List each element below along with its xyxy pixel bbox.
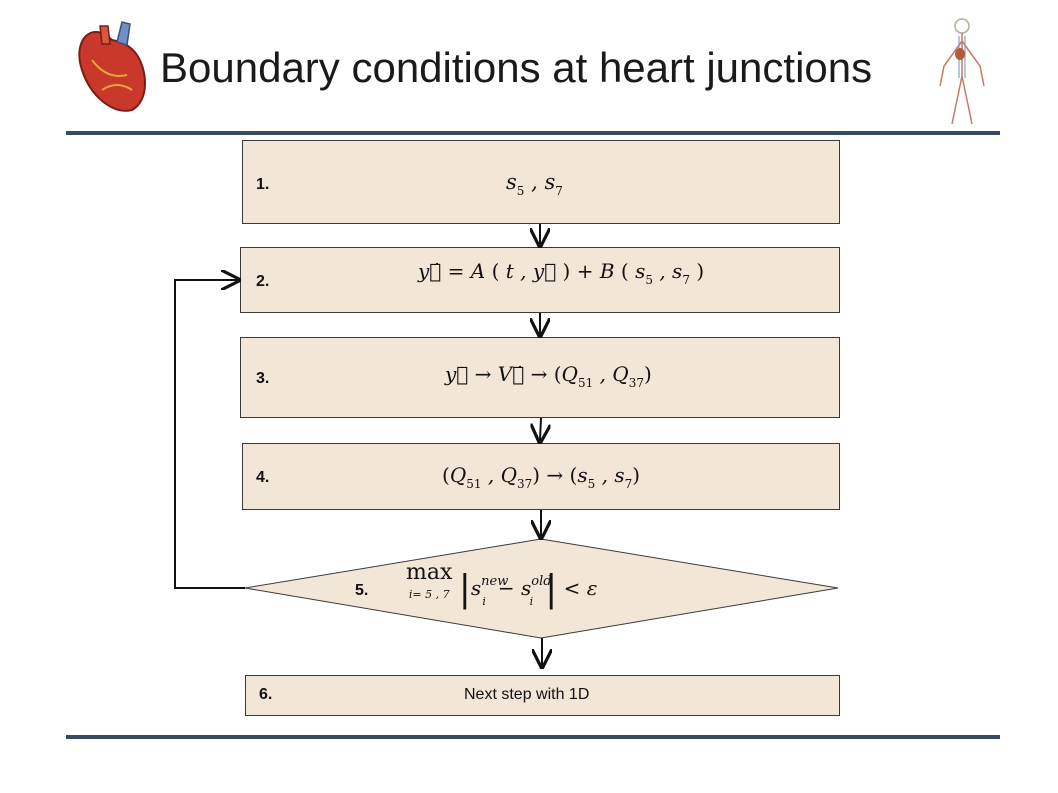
step-6-number: 6. bbox=[259, 686, 273, 703]
step-1-box bbox=[242, 140, 840, 224]
step-5-diamond bbox=[244, 538, 839, 639]
step-2-box bbox=[240, 247, 840, 313]
step-6-box bbox=[245, 675, 840, 716]
step-5-number: 5. bbox=[355, 582, 369, 599]
bottom-rule bbox=[66, 735, 1000, 739]
step-6-text: Next step with 1D bbox=[464, 686, 590, 703]
top-rule bbox=[66, 131, 1000, 135]
step-2-formula: y⃗̇ = A ( t , y⃗ ) + B ( s5 , s7 ) bbox=[418, 259, 705, 287]
step-3-formula: y⃗ → V⃗̇ → (Q51 , Q37) bbox=[445, 362, 652, 390]
step-4-number: 4. bbox=[256, 469, 270, 486]
step-4-formula: (Q51 , Q37) → (s5 , s7) bbox=[442, 463, 641, 491]
slide-title: Boundary conditions at heart junctions bbox=[160, 44, 873, 91]
heart-icon bbox=[78, 21, 146, 112]
step-3-number: 3. bbox=[256, 370, 270, 387]
arrow-3-4 bbox=[540, 417, 541, 440]
step-2-number: 2. bbox=[256, 273, 270, 290]
circulatory-system-icon bbox=[939, 18, 985, 125]
step-1-number: 1. bbox=[256, 176, 270, 193]
step-3-box bbox=[240, 337, 840, 418]
step-1-formula: s5 , s7 bbox=[506, 170, 563, 198]
loop-back-arrow bbox=[174, 280, 245, 589]
